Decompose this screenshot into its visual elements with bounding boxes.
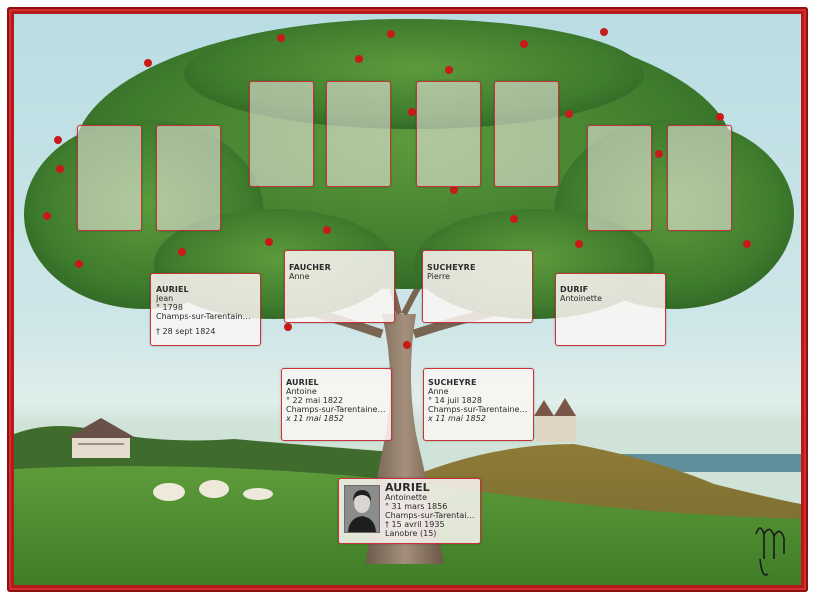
- great-grandparent-slot-2[interactable]: [156, 125, 221, 231]
- person-birth-date: ° 22 mai 1822: [286, 396, 344, 405]
- person-surname: AURIEL: [156, 285, 189, 294]
- mother-card[interactable]: SUCHEYRE Anne ° 14 juil 1828 Champs-sur-…: [423, 368, 534, 441]
- farmhouse-left: [66, 418, 136, 458]
- person-surname: DURIF: [560, 285, 589, 294]
- person-given-name: Antoinette: [385, 494, 427, 503]
- great-grandparent-slot-7[interactable]: [587, 125, 652, 231]
- person-surname: FAUCHER: [289, 263, 331, 272]
- sheep-group: [153, 480, 273, 501]
- great-grandparent-slot-3[interactable]: [249, 81, 314, 187]
- artist-signature-icon: [755, 527, 785, 576]
- person-birth-place: Champs-sur-Tarentaine-...: [156, 312, 255, 321]
- great-grandparent-slot-1[interactable]: [77, 125, 142, 231]
- person-surname: AURIEL: [385, 481, 430, 494]
- person-birth-date: ° 31 mars 1856: [385, 503, 448, 512]
- person-birth-date: ° 1798: [156, 303, 183, 312]
- great-grandparent-slot-6[interactable]: [494, 81, 559, 187]
- person-surname: SUCHEYRE: [427, 263, 476, 272]
- person-given-name: Anne: [428, 387, 449, 396]
- family-tree-canvas: AURIEL Jean ° 1798 Champs-sur-Tarentaine…: [14, 14, 801, 585]
- root-person-card[interactable]: AURIEL Antoinette ° 31 mars 1856 Champs-…: [338, 478, 481, 544]
- person-surname: SUCHEYRE: [428, 378, 477, 387]
- great-grandparent-slot-8[interactable]: [667, 125, 732, 231]
- person-given-name: Pierre: [427, 272, 450, 281]
- person-given-name: Antoine: [286, 387, 317, 396]
- chateau-right: [534, 398, 576, 442]
- person-birth-place: Champs-sur-Tarentain...: [385, 512, 476, 521]
- great-grandparent-slot-5[interactable]: [416, 81, 481, 187]
- person-marriage-date: x 11 mai 1852: [428, 414, 486, 423]
- person-given-name: Jean: [156, 294, 174, 303]
- person-death-date: † 15 avril 1935: [385, 521, 445, 530]
- paternal-grandmother-card[interactable]: FAUCHER Anne: [284, 250, 395, 323]
- person-birth-place: Champs-sur-Tarentaine-...: [428, 405, 529, 414]
- great-grandparent-slot-4[interactable]: [326, 81, 391, 187]
- person-death-place: Lanobre (15): [385, 530, 437, 539]
- person-death-date: † 28 sept 1824: [156, 327, 216, 336]
- person-birth-place: Champs-sur-Tarentaine-...: [286, 405, 387, 414]
- father-card[interactable]: AURIEL Antoine ° 22 mai 1822 Champs-sur-…: [281, 368, 392, 441]
- person-birth-date: ° 14 juil 1828: [428, 396, 482, 405]
- person-marriage-date: x 11 mai 1852: [286, 414, 344, 423]
- portrait-photo-icon: [344, 485, 380, 533]
- maternal-grandmother-card[interactable]: DURIF Antoinette: [555, 273, 666, 346]
- paternal-grandfather-card[interactable]: AURIEL Jean ° 1798 Champs-sur-Tarentaine…: [150, 273, 261, 346]
- person-given-name: Anne: [289, 272, 310, 281]
- apples: [43, 28, 751, 349]
- person-surname: AURIEL: [286, 378, 319, 387]
- maternal-grandfather-card[interactable]: SUCHEYRE Pierre: [422, 250, 533, 323]
- person-given-name: Antoinette: [560, 294, 602, 303]
